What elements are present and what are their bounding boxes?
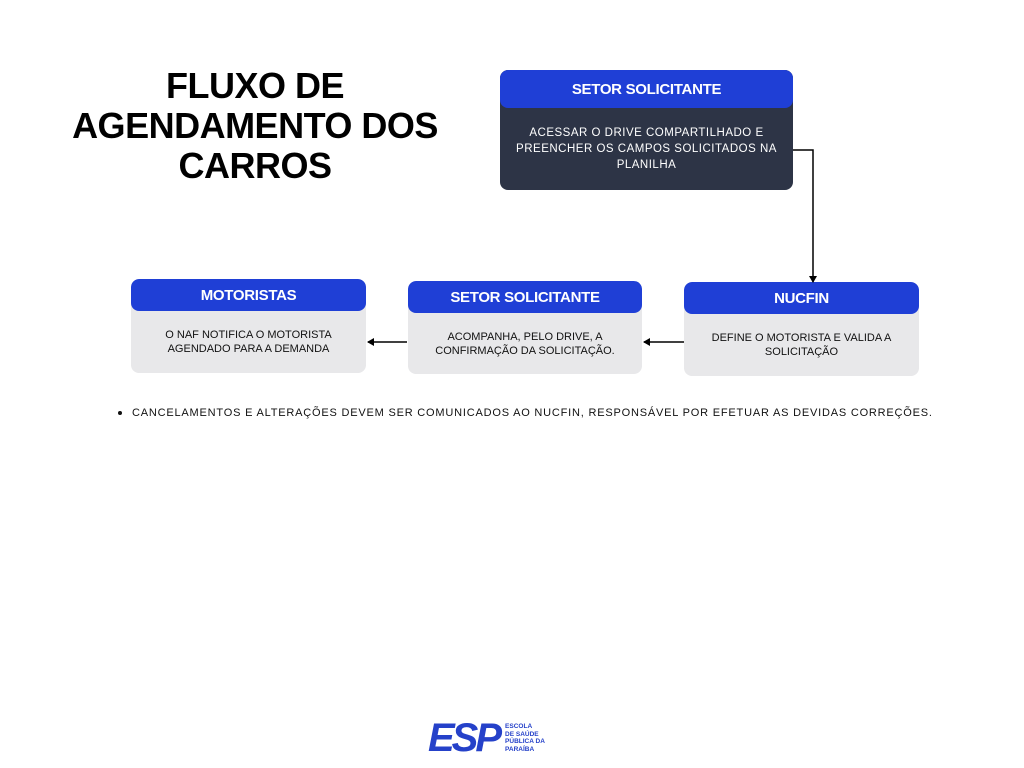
node-header: MOTORISTAS	[131, 279, 366, 311]
logo-mark: ESP	[428, 716, 502, 760]
logo-line-3: PÚBLICA DA	[505, 738, 545, 745]
logo-subtitle: ESCOLA DE SAÚDE PÚBLICA DA PARAÍBA	[505, 723, 553, 753]
node-body: O NAF NOTIFICA O MOTORISTA AGENDADO PARA…	[165, 329, 332, 355]
node-body: ACESSAR O DRIVE COMPARTILHADO E PREENCHE…	[516, 127, 777, 171]
node-header: SETOR SOLICITANTE	[408, 281, 642, 313]
node-setor-solicitante-mid: SETOR SOLICITANTE ACOMPANHA, PELO DRIVE,…	[408, 281, 642, 374]
arrow-setor-to-nucfin	[793, 149, 817, 283]
bullet-icon	[118, 411, 122, 416]
note-item: CANCELAMENTOS E ALTERAÇÕES DEVEM SER COM…	[118, 407, 938, 419]
node-header: NUCFIN	[684, 282, 919, 314]
node-body: ACOMPANHA, PELO DRIVE, A CONFIRMAÇÃO DA …	[435, 330, 615, 357]
node-body: DEFINE O MOTORISTA E VALIDA A SOLICITAÇÃ…	[711, 332, 892, 358]
esp-logo: ESP ESCOLA DE SAÚDE PÚBLICA DA PARAÍBA	[428, 716, 553, 760]
title-line-2: AGENDAMENTO DOS	[72, 105, 438, 146]
title-line-1: FLUXO DE	[165, 65, 345, 106]
page-title: FLUXO DE AGENDAMENTO DOS CARROS	[60, 66, 450, 186]
logo-line-2: DE SAÚDE	[505, 730, 539, 738]
node-nucfin: NUCFIN DEFINE O MOTORISTA E VALIDA A SOL…	[684, 282, 919, 376]
node-motoristas: MOTORISTAS O NAF NOTIFICA O MOTORISTA AG…	[131, 279, 366, 373]
logo-line-4: PARAÍBA	[505, 745, 535, 753]
note-text: CANCELAMENTOS E ALTERAÇÕES DEVEM SER COM…	[132, 407, 933, 419]
node-header: SETOR SOLICITANTE	[500, 70, 793, 108]
node-setor-solicitante-top: SETOR SOLICITANTE ACESSAR O DRIVE COMPAR…	[500, 70, 793, 190]
logo-line-1: ESCOLA	[505, 723, 533, 730]
title-line-3: CARROS	[178, 145, 332, 186]
